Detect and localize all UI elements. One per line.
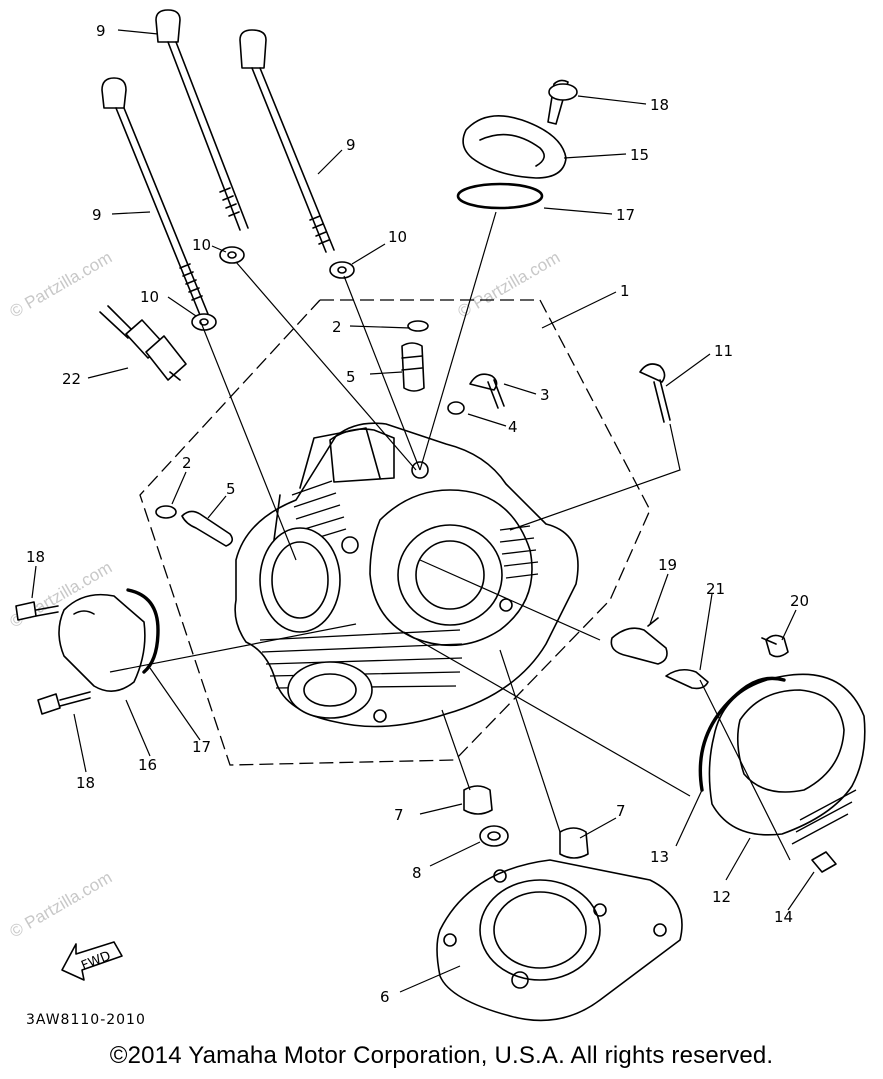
top-tappet-cover	[456, 79, 578, 210]
dowel-pins	[463, 785, 589, 859]
watermark: © Partzilla.com	[455, 248, 564, 322]
cylinder-head	[234, 422, 579, 728]
forward-direction-arrow: FWD	[61, 941, 123, 981]
callout-10: 10	[192, 236, 211, 254]
stud-bolt-middle	[155, 9, 249, 231]
callout-8: 8	[412, 864, 422, 882]
callouts: 9 9 9 10 10 10 18 15 17 1 2 5 3 4 11 22 …	[26, 22, 809, 1006]
callout-21: 21	[706, 580, 725, 598]
callout-11: 11	[714, 342, 733, 360]
callout-1: 1	[620, 282, 630, 300]
callout-18: 18	[76, 774, 95, 792]
callout-2: 2	[332, 318, 342, 336]
callout-20: 20	[790, 592, 809, 610]
valve-guides-and-bolts	[155, 320, 671, 547]
callout-5: 5	[226, 480, 236, 498]
callout-22: 22	[62, 370, 81, 388]
callout-15: 15	[630, 146, 649, 164]
washers	[191, 246, 355, 331]
right-tappet-cover	[698, 673, 866, 873]
callout-12: 12	[712, 888, 731, 906]
drawing-code: 3AW8110-2010	[26, 1012, 146, 1028]
watermark: © Partzilla.com	[7, 868, 116, 942]
callout-9: 9	[346, 136, 356, 154]
callout-17: 17	[616, 206, 635, 224]
stud-bolt-right	[239, 29, 335, 253]
callout-19: 19	[658, 556, 677, 574]
callout-17: 17	[192, 738, 211, 756]
callout-4: 4	[508, 418, 518, 436]
rocker-parts	[610, 617, 789, 690]
callout-13: 13	[650, 848, 669, 866]
stud-bolts	[101, 9, 335, 316]
copyright-footer: ©2014 Yamaha Motor Corporation, U.S.A. A…	[109, 1042, 774, 1069]
callout-14: 14	[774, 908, 793, 926]
callout-18: 18	[650, 96, 669, 114]
head-gasket	[436, 859, 683, 1022]
callout-7: 7	[394, 806, 404, 824]
callout-18: 18	[26, 548, 45, 566]
callout-2: 2	[182, 454, 192, 472]
callout-16: 16	[138, 756, 157, 774]
callout-10: 10	[140, 288, 159, 306]
callout-7: 7	[616, 802, 626, 820]
assembly-outline	[139, 299, 651, 766]
callout-9: 9	[96, 22, 106, 40]
leader-lines	[31, 29, 815, 993]
watermark: © Partzilla.com	[7, 248, 116, 322]
stud-bolt-left	[101, 77, 209, 316]
callout-6: 6	[380, 988, 390, 1006]
callout-10: 10	[388, 228, 407, 246]
callout-3: 3	[540, 386, 550, 404]
callout-5: 5	[346, 368, 356, 386]
callout-9: 9	[92, 206, 102, 224]
spark-plug	[99, 305, 187, 381]
